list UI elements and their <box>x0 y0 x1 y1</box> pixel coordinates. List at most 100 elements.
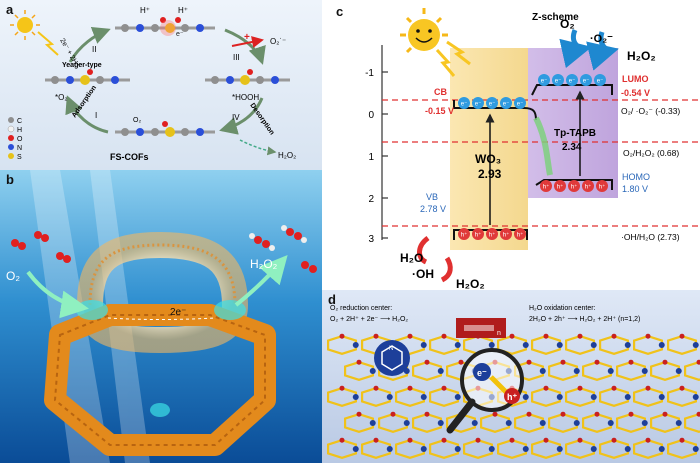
h-plus-1-label: H⁺ <box>140 6 150 15</box>
molecule-top <box>115 17 215 36</box>
framework-node <box>386 394 393 400</box>
framework-node <box>539 368 546 374</box>
framework-linker <box>662 359 668 365</box>
z-scheme-transfer-arrow <box>533 116 553 176</box>
framework-linker <box>339 385 345 391</box>
wo3-name: WO₃ <box>475 152 501 166</box>
reduction-center-title: O₂ reduction center: <box>330 305 392 312</box>
charge-carrier-label: h⁺ <box>517 232 524 239</box>
framework-linker <box>611 385 617 391</box>
alkyne-linker <box>489 375 510 396</box>
framework-linker <box>492 411 498 417</box>
charge-carrier <box>486 228 498 240</box>
charge-carrier <box>486 97 498 109</box>
framework-linker <box>441 437 447 443</box>
framework-linker <box>373 437 379 443</box>
framework-linker <box>441 385 447 391</box>
framework-hexagon <box>565 335 595 355</box>
framework-node <box>658 446 665 452</box>
framework-linker <box>339 333 345 339</box>
framework-hexagon <box>411 361 443 381</box>
cof-name-label: FS-COFs <box>110 152 149 162</box>
energy-tick-label: -1 <box>365 68 374 79</box>
framework-linker <box>509 437 515 443</box>
tp-tapb-band <box>528 48 618 198</box>
molecule-bottom <box>115 121 215 137</box>
o2-inflow-arrow <box>26 270 89 319</box>
plus-sign: + <box>244 32 250 43</box>
step-ii-label: II <box>92 45 96 54</box>
charge-carrier-label: e⁻ <box>489 102 496 108</box>
framework-linker <box>560 411 566 417</box>
framework-linker <box>611 437 617 443</box>
framework-linker <box>526 411 532 417</box>
framework-node <box>675 420 682 426</box>
charge-carrier <box>582 180 594 192</box>
wo3-gap: 2.93 <box>478 167 502 181</box>
framework-hexagon <box>531 387 561 407</box>
framework-node <box>590 446 597 452</box>
alkyne-inset: n <box>456 318 506 338</box>
framework-hexagon <box>531 335 561 355</box>
charge-carrier-label: h⁺ <box>585 184 592 191</box>
star-o2-label: *O₂ <box>55 93 67 102</box>
framework-node <box>590 394 597 400</box>
vb-value: 2.78 V <box>420 204 446 214</box>
framework-node <box>539 420 546 426</box>
framework-linker <box>373 333 379 339</box>
h2o-oxidation-arrow-1 <box>417 235 430 265</box>
framework-linker <box>339 437 345 443</box>
framework-linker <box>577 437 583 443</box>
tp-homo-edge <box>535 179 613 190</box>
framework-linker <box>543 437 549 443</box>
framework-node <box>352 394 359 400</box>
framework-node <box>420 446 427 452</box>
framework-linker <box>611 333 617 339</box>
framework-linker <box>407 333 413 339</box>
framework-node <box>573 420 580 426</box>
charge-carrier-label: e⁻ <box>517 102 524 108</box>
charge-carrier-label: e⁻ <box>503 102 510 108</box>
framework-node <box>573 368 580 374</box>
framework-hexagon <box>582 361 612 381</box>
energy-tick-label: 3 <box>368 234 374 245</box>
framework-linker <box>475 437 481 443</box>
framework-linker <box>662 411 668 417</box>
charge-carrier <box>596 180 608 192</box>
framework-node <box>692 394 699 400</box>
level-label-o2-radical: O₂/ ·O₂⁻ (-0.33) <box>621 106 680 116</box>
tp-holes: h⁺h⁺h⁺h⁺h⁺ <box>540 180 608 192</box>
framework-node <box>454 446 461 452</box>
framework-node <box>488 342 495 348</box>
framework-node <box>692 342 699 348</box>
reduction-equation: O₂ + 2H⁺ + 2e⁻ ⟶ H₂O₂ <box>330 316 408 323</box>
framework-hexagon <box>326 387 358 407</box>
framework-node <box>522 394 529 400</box>
framework-hexagon <box>326 439 358 459</box>
framework-hexagon <box>428 335 459 355</box>
framework-hexagon <box>650 361 680 381</box>
charge-carrier <box>514 228 526 240</box>
charge-carrier-label: h⁺ <box>543 184 550 191</box>
framework-linker <box>645 333 651 339</box>
wo3-holes: h⁺h⁺h⁺h⁺h⁺ <box>458 228 526 240</box>
oxidation-center-title: H₂O oxidation center: <box>529 305 596 312</box>
framework-hexagon <box>445 413 476 433</box>
active-site-left <box>76 300 108 320</box>
top-o2-label: O₂ <box>560 17 575 31</box>
framework-hexagon <box>497 335 527 355</box>
framework-hexagon <box>463 439 493 459</box>
framework-linker <box>645 385 651 391</box>
framework-hexagon <box>548 413 578 433</box>
framework-linker <box>594 359 600 365</box>
framework-linker <box>696 359 700 365</box>
framework-node <box>641 368 648 374</box>
framework-node <box>607 368 614 374</box>
framework-hexagon <box>582 413 612 433</box>
top-h2o2-label: H₂O₂ <box>627 49 656 63</box>
framework-node <box>352 342 359 348</box>
homo-label: HOMO <box>622 172 650 182</box>
atom-legend: C H O N S <box>7 117 23 161</box>
framework-hexagon <box>394 387 426 407</box>
